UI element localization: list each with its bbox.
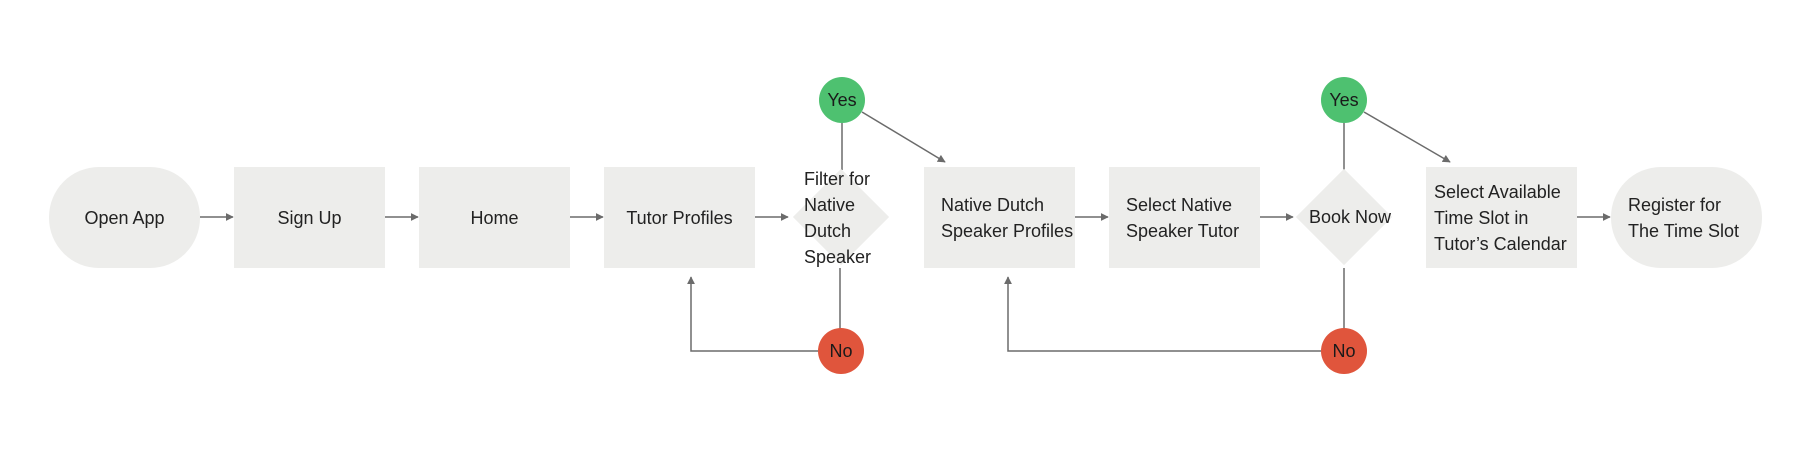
select-tutor-line-2: Speaker Tutor: [1126, 220, 1240, 241]
arrow-yes2-to-slot: [1363, 111, 1451, 163]
node-select-slot: Select Available Time Slot in Tutor’s Ca…: [1426, 167, 1577, 268]
arrow-no1-to-tutors: [687, 276, 818, 352]
arrow-yes1-to-native: [861, 111, 946, 163]
select-tutor-line-1: Select Native: [1126, 194, 1233, 215]
select-slot-line-1: Select Available: [1434, 181, 1561, 202]
node-select-tutor: Select Native Speaker Tutor: [1109, 167, 1260, 268]
register-line-2: The Time Slot: [1628, 220, 1740, 241]
node-native-dutch-profiles: Native Dutch Speaker Profiles: [924, 167, 1075, 268]
decision-filter-label: Filter for Native Dutch Speaker: [804, 166, 904, 270]
node-register: Register for The Time Slot: [1611, 167, 1762, 268]
node-home: Home: [419, 167, 570, 268]
node-sign-up: Sign Up: [234, 167, 385, 268]
filter-label-line-3: Dutch: [804, 221, 852, 241]
node-open-app-label: Open App: [84, 207, 165, 228]
yes-badge-2-label: Yes: [1329, 89, 1359, 110]
register-line-1: Register for: [1628, 194, 1722, 215]
filter-label-line-4: Speaker: [804, 247, 872, 267]
filter-label-line-1: Filter for: [804, 169, 871, 189]
node-home-label: Home: [470, 207, 519, 228]
filter-label-line-2: Native: [804, 195, 856, 215]
select-slot-line-3: Tutor’s Calendar: [1434, 233, 1567, 254]
yes-badge-2: Yes: [1321, 77, 1367, 123]
no-badge-2-label: No: [1332, 340, 1356, 361]
no-badge-2: No: [1321, 328, 1367, 374]
no-badge-1-label: No: [829, 340, 853, 361]
node-tutor-profiles: Tutor Profiles: [604, 167, 755, 268]
native-profiles-line-1: Native Dutch: [941, 194, 1045, 215]
arrow-no2-to-native: [1004, 276, 1321, 352]
yes-badge-1-label: Yes: [827, 89, 857, 110]
native-profiles-line-2: Speaker Profiles: [941, 220, 1074, 241]
node-tutor-profiles-label: Tutor Profiles: [626, 207, 733, 228]
node-sign-up-label: Sign Up: [277, 207, 342, 228]
decision-book-now-label: Book Now: [1308, 206, 1392, 227]
yes-badge-1: Yes: [819, 77, 865, 123]
no-badge-1: No: [818, 328, 864, 374]
node-open-app: Open App: [49, 167, 200, 268]
select-slot-line-2: Time Slot in: [1434, 207, 1529, 228]
